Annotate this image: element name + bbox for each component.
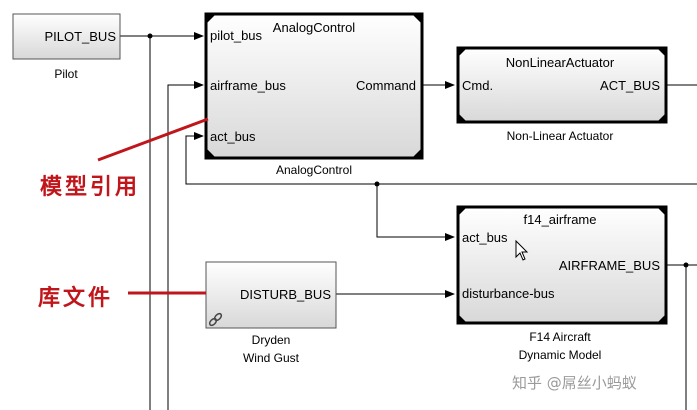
- nonlinear-actuator-block[interactable]: NonLinearActuator Cmd. ACT_BUS: [456, 46, 668, 124]
- f14-caption-line1: F14 Aircraft: [529, 330, 591, 344]
- f14-in-disturbance-bus: disturbance-bus: [462, 286, 555, 301]
- annotation-model-reference: 模型引用: [40, 174, 140, 200]
- nonlinear-actuator-caption: Non-Linear Actuator: [507, 129, 614, 143]
- wire-airframe-feedback[interactable]: [167, 81, 204, 410]
- analog-control-in-pilot-bus: pilot_bus: [210, 28, 263, 43]
- junction-dot: [374, 181, 380, 187]
- signal-lines: [120, 32, 697, 410]
- nonlinear-actuator-in-cmd: Cmd.: [462, 78, 493, 93]
- analog-control-block[interactable]: AnalogControl pilot_bus airframe_bus act…: [204, 12, 424, 160]
- analog-control-in-airframe-bus: airframe_bus: [210, 78, 286, 93]
- analog-control-in-act-bus: act_bus: [210, 129, 256, 144]
- annotation-library-file: 库文件: [38, 285, 113, 311]
- junction-dot: [683, 262, 689, 268]
- model-reference-corner-icon: [206, 14, 422, 158]
- dryden-caption-line1: Dryden: [252, 333, 291, 347]
- analog-control-out-command: Command: [356, 78, 416, 93]
- nonlinear-actuator-out-act-bus: ACT_BUS: [600, 78, 660, 93]
- wire-act-feedback[interactable]: [185, 132, 697, 185]
- annotation-pointer-model-ref: [97, 117, 209, 162]
- analog-control-title: AnalogControl: [273, 20, 355, 35]
- mouse-cursor-icon: [515, 239, 529, 261]
- library-link-icon: [208, 312, 223, 327]
- dryden-caption-line2: Wind Gust: [243, 351, 300, 365]
- f14-airframe-title: f14_airframe: [524, 212, 597, 227]
- f14-airframe-block[interactable]: f14_airframe act_bus disturbance-bus AIR…: [456, 205, 668, 325]
- f14-caption-line2: Dynamic Model: [519, 348, 602, 362]
- dryden-block[interactable]: DISTURB_BUS: [205, 261, 337, 329]
- model-reference-corner-icon: [458, 207, 666, 323]
- f14-out-airframe-bus: AIRFRAME_BUS: [559, 258, 660, 273]
- f14-in-act-bus: act_bus: [462, 230, 508, 245]
- pilot-caption: Pilot: [54, 67, 78, 81]
- dryden-port-label: DISTURB_BUS: [240, 287, 331, 302]
- wire-act-to-f14[interactable]: [376, 184, 455, 241]
- junction-dot: [147, 33, 153, 39]
- nonlinear-actuator-title: NonLinearActuator: [506, 55, 615, 70]
- model-reference-corner-icon: [458, 48, 666, 122]
- watermark: 知乎 @屌丝小蚂蚁: [512, 374, 637, 392]
- pilot-block[interactable]: PILOT_BUS: [12, 13, 121, 60]
- pilot-port-label: PILOT_BUS: [44, 29, 116, 44]
- analog-control-caption: AnalogControl: [276, 163, 352, 177]
